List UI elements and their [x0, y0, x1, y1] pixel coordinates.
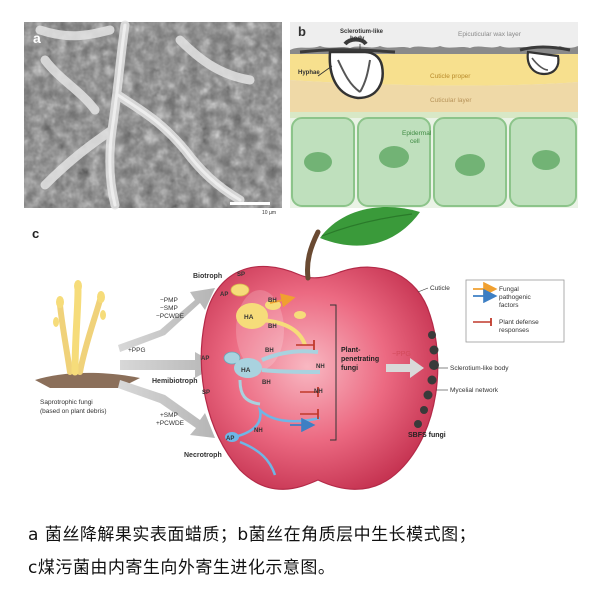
panel-a: 10 µm a [24, 20, 282, 216]
sbfs-mycelial-bumps [414, 331, 439, 428]
wax-layer-region [290, 22, 578, 50]
panel-c-letter: c [32, 226, 39, 241]
pmp-label: −PMP [160, 297, 178, 304]
cuticle-proper-label: Cuticle proper [430, 73, 471, 80]
bh-label-hemi-1: BH [265, 348, 274, 354]
epidermal-label-line2: cell [410, 138, 420, 145]
caption-line-2: c煤污菌由内寄生向外寄生进化示意图。 [28, 558, 336, 578]
bh-label-hemi-2: BH [262, 380, 271, 386]
arrow-to-hemibiotroph [120, 352, 218, 378]
ha-label-bio: HA [244, 314, 254, 321]
sclerotium-body-right [519, 45, 571, 76]
necrotroph-fungus [225, 406, 321, 476]
arrow-to-necrotroph [118, 380, 215, 438]
sbfs-fungi-label: SBFS fungi [408, 432, 446, 439]
arrow-to-biotroph [118, 288, 215, 352]
panel-a-letter: a [33, 30, 41, 46]
panel-b-letter: b [298, 24, 306, 39]
hemibiotroph-fungus [223, 349, 321, 406]
ppg-minus-label: −PPG [392, 351, 411, 358]
bh-label-bio-1: BH [268, 298, 277, 304]
ap-label-bio: AP [220, 292, 228, 298]
ha-label-hemi: HA [241, 367, 251, 374]
epidermal-label-line1: Epidermal [402, 130, 432, 137]
apple-stem [305, 229, 321, 281]
hemibiotroph-label: Hemibiotroph [152, 378, 198, 385]
legend-fungal-line2: pathogenic [499, 294, 532, 301]
nh-label-hemi-1: NH [316, 364, 325, 370]
nh-label-necro: NH [254, 428, 263, 434]
wax-layer-label: Epicuticular wax layer [458, 31, 522, 38]
cuticular-layer-label: Cuticular layer [430, 97, 472, 104]
saprotroph-label-line1: Saprotrophic fungi [40, 399, 93, 406]
ppg-minus-arrow [386, 358, 424, 378]
saprotroph-label-line2: (based on plant debris) [40, 408, 107, 415]
plant-penetrating-line3: fungi [341, 365, 358, 372]
ap-label-hemi: AP [201, 356, 209, 362]
saprotrophic-fungi [35, 280, 140, 388]
legend-defense-line2: responses [499, 327, 530, 334]
legend: Fungal pathogenic factors Plant defense … [465, 279, 565, 343]
plant-penetrating-line2: penetrating [341, 356, 379, 363]
ap-label-necro: AP [226, 436, 234, 442]
apple-leaf [320, 207, 420, 246]
biotroph-label: Biotroph [193, 273, 222, 280]
cuticle-label: Cuticle [430, 285, 450, 292]
biotroph-fungus [230, 283, 307, 346]
sclerotium-body-label: Sclerotium-like body [450, 365, 509, 372]
pcwde-minus-label: −PCWDE [156, 313, 185, 320]
bh-label-bio-2: BH [268, 324, 277, 330]
legend-defense-line1: Plant defense [499, 319, 539, 326]
ppg-plus-label: +PPG [128, 347, 146, 354]
smp-minus-label: −SMP [160, 305, 178, 312]
caption-line-1: a 菌丝降解果实表面蜡质；b菌丝在角质层中生长模式图； [28, 525, 477, 545]
sp-label-bio: SP [237, 272, 245, 278]
mycelial-network-label: Mycelial network [450, 387, 499, 394]
sclerotium-label-line1: Sclerotium-like [340, 29, 384, 35]
panel-b: b Sclerotium-like body Epicuticular wax … [290, 22, 578, 208]
necrotroph-label: Necrotroph [184, 452, 222, 459]
legend-fungal-line3: factors [499, 302, 519, 309]
scale-bar [230, 202, 270, 205]
panel-c: c Saprotrophic fungi (based on plant deb… [32, 207, 565, 490]
smp-plus-label: +SMP [160, 412, 178, 419]
sclerotium-label-line2: body [350, 36, 365, 42]
plant-penetrating-line1: Plant- [341, 347, 361, 354]
legend-fungal-line1: Fungal [499, 286, 519, 293]
apple [200, 207, 439, 490]
sp-label-hemi: SP [202, 390, 210, 396]
scale-bar-label: 10 µm [262, 210, 276, 216]
hyphae-label: Hyphae [298, 70, 320, 76]
nh-label-hemi-2: NH [314, 389, 323, 395]
pcwde-plus-label: +PCWDE [156, 420, 185, 427]
sclerotium-body-left [299, 37, 396, 100]
epidermal-cells [291, 117, 577, 207]
